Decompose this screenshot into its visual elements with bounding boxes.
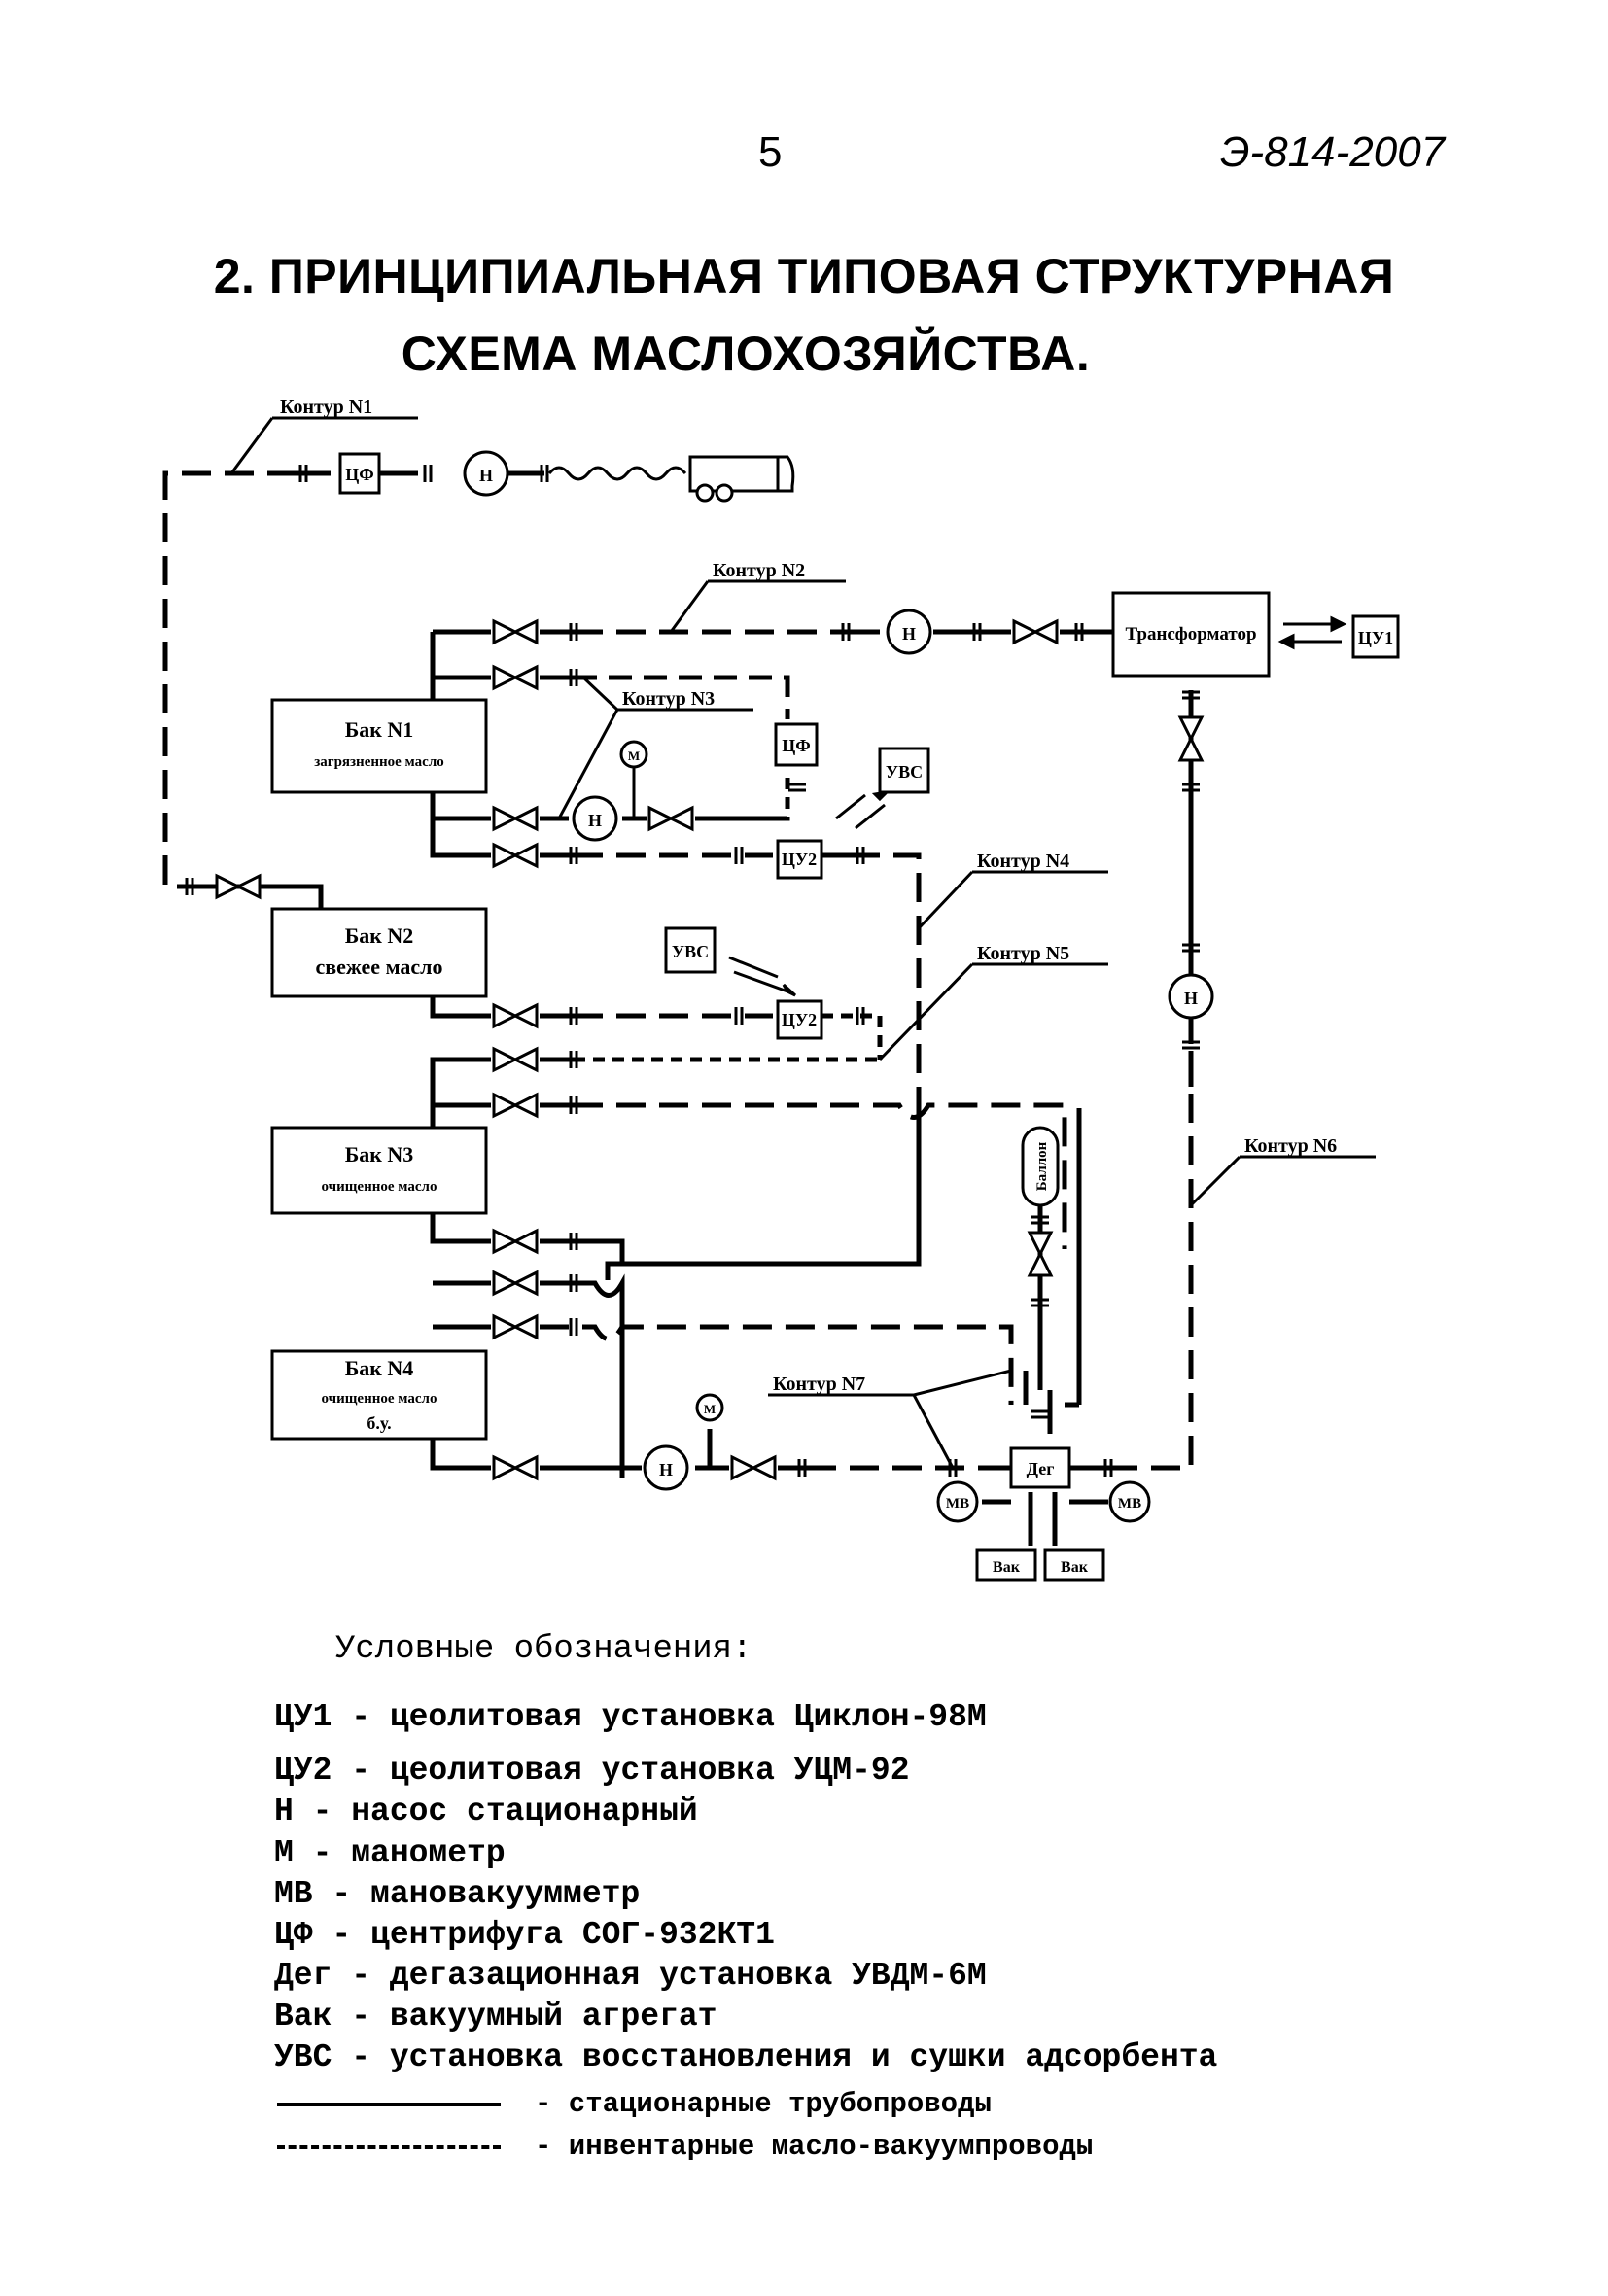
tank3-name: Бак N3 — [345, 1142, 414, 1166]
solid-line-sample — [277, 2103, 501, 2106]
cu1-label: ЦУ1 — [1358, 628, 1393, 647]
pump-circle-3 — [572, 795, 618, 842]
vak-label-1: Вак — [993, 1559, 1021, 1576]
mv-label-2: МВ — [1118, 1496, 1141, 1512]
uvs-label-2: УВС — [672, 942, 709, 961]
tank4-desc: очищенное масло — [322, 1391, 437, 1407]
cu2-box-2 — [776, 999, 823, 1040]
dashed-line-legend: - инвентарные масло-вакуумпроводы — [535, 2131, 1094, 2163]
deg-label: Дег — [1027, 1459, 1055, 1478]
dashed-line-sample — [277, 2145, 501, 2149]
pump-label-5: Н — [659, 1460, 673, 1479]
tank2-box — [270, 907, 488, 998]
legend-item: УВС - установка восстановления и сушки а… — [274, 2039, 1218, 2075]
pump-circle-4 — [1168, 973, 1214, 1020]
tank4-name: Бак N4 — [345, 1356, 414, 1380]
contour-2-label: Контур N2 — [713, 560, 805, 581]
vak-label-2: Вак — [1061, 1559, 1089, 1576]
deg-box — [1009, 1446, 1071, 1489]
page-title-line1: 2. ПРИНЦИПИАЛЬНАЯ ТИПОВАЯ СТРУКТУРНАЯ — [213, 249, 1395, 303]
balloon-label: Баллон — [1034, 1141, 1050, 1191]
legend-item: ЦУ1 - цеолитовая установка Циклон-98М — [274, 1699, 987, 1735]
cu2-label-1: ЦУ2 — [782, 850, 817, 869]
pump-circle-5 — [643, 1444, 689, 1491]
cu2-box-1 — [776, 839, 823, 880]
solid-line-legend: - стационарные трубопроводы — [535, 2088, 992, 2120]
manometer-circle-2 — [695, 1393, 724, 1422]
cf-label-2: ЦФ — [782, 736, 810, 755]
tank2-desc: свежее масло — [315, 955, 442, 979]
tank3-desc: очищенное масло — [322, 1179, 437, 1195]
contour-5-label: Контур N5 — [977, 943, 1069, 964]
page-title-line2: СХЕМА МАСЛОХОЗЯЙСТВА. — [401, 327, 1091, 381]
uvs-label-1: УВС — [886, 762, 923, 782]
manometer-label-2: М — [704, 1402, 716, 1416]
legend-item: ЦУ2 - цеолитовая установка УЦМ-92 — [274, 1753, 910, 1789]
tank1-name: Бак N1 — [345, 717, 414, 742]
uvs-box-2 — [664, 926, 717, 974]
cf-label-1: ЦФ — [345, 465, 373, 484]
contour-1-label: Контур N1 — [280, 397, 372, 418]
legend-item: МВ - мановакуумметр — [274, 1876, 641, 1912]
pump-label-3: Н — [588, 811, 602, 830]
mv-label-1: МВ — [946, 1496, 969, 1512]
cu2-label-2: ЦУ2 — [782, 1010, 817, 1029]
legend-item: М - манометр — [274, 1835, 506, 1871]
mv-circle-1 — [936, 1480, 979, 1523]
pump-circle-1 — [463, 450, 509, 497]
tank4-desc2: б.у. — [367, 1413, 391, 1433]
tank4-box — [270, 1349, 488, 1441]
uvs-box-1 — [878, 747, 930, 794]
tank2-name: Бак N2 — [345, 923, 414, 948]
vak-box-1 — [975, 1548, 1037, 1582]
pump-label-1: Н — [479, 466, 493, 485]
cu1-box — [1351, 614, 1400, 659]
cf-unit-2 — [774, 722, 819, 767]
tank1-box — [270, 698, 488, 794]
tank1-desc: загрязненное масло — [314, 754, 444, 770]
pump-label-2: Н — [902, 624, 916, 644]
contour-4-label: Контур N4 — [977, 851, 1069, 872]
contour-7-label: Контур N7 — [773, 1374, 865, 1395]
transformer-label: Трансформатор — [1125, 624, 1256, 644]
page-number: 5 — [758, 128, 783, 176]
manometer-label-1: М — [628, 748, 640, 763]
legend-heading: Условные обозначения: — [335, 1631, 752, 1668]
legend-item: Н - насос стационарный — [274, 1793, 698, 1829]
contour-6-label: Контур N6 — [1244, 1135, 1337, 1157]
contour-3-label: Контур N3 — [622, 688, 715, 710]
transformer-box — [1111, 591, 1271, 678]
pump-label-4: Н — [1184, 989, 1198, 1008]
balloon-box — [1021, 1126, 1060, 1207]
pump-circle-2 — [886, 609, 932, 655]
oil-facility-diagram: Контур N1 Контур N2 Контур N3 Контур N4 … — [162, 397, 1400, 1582]
vak-box-2 — [1043, 1548, 1105, 1582]
legend-item: Дег - дегазационная установка УВДМ-6М — [274, 1958, 987, 1994]
legend-item: Вак - вакуумный агрегат — [274, 1999, 717, 2035]
legend-item: ЦФ - центрифуга СОГ-932КТ1 — [274, 1917, 775, 1953]
mv-circle-2 — [1108, 1480, 1151, 1523]
document-code: Э-814-2007 — [1220, 128, 1446, 176]
tank3-box — [270, 1126, 488, 1215]
cf-unit-1 — [338, 452, 381, 495]
